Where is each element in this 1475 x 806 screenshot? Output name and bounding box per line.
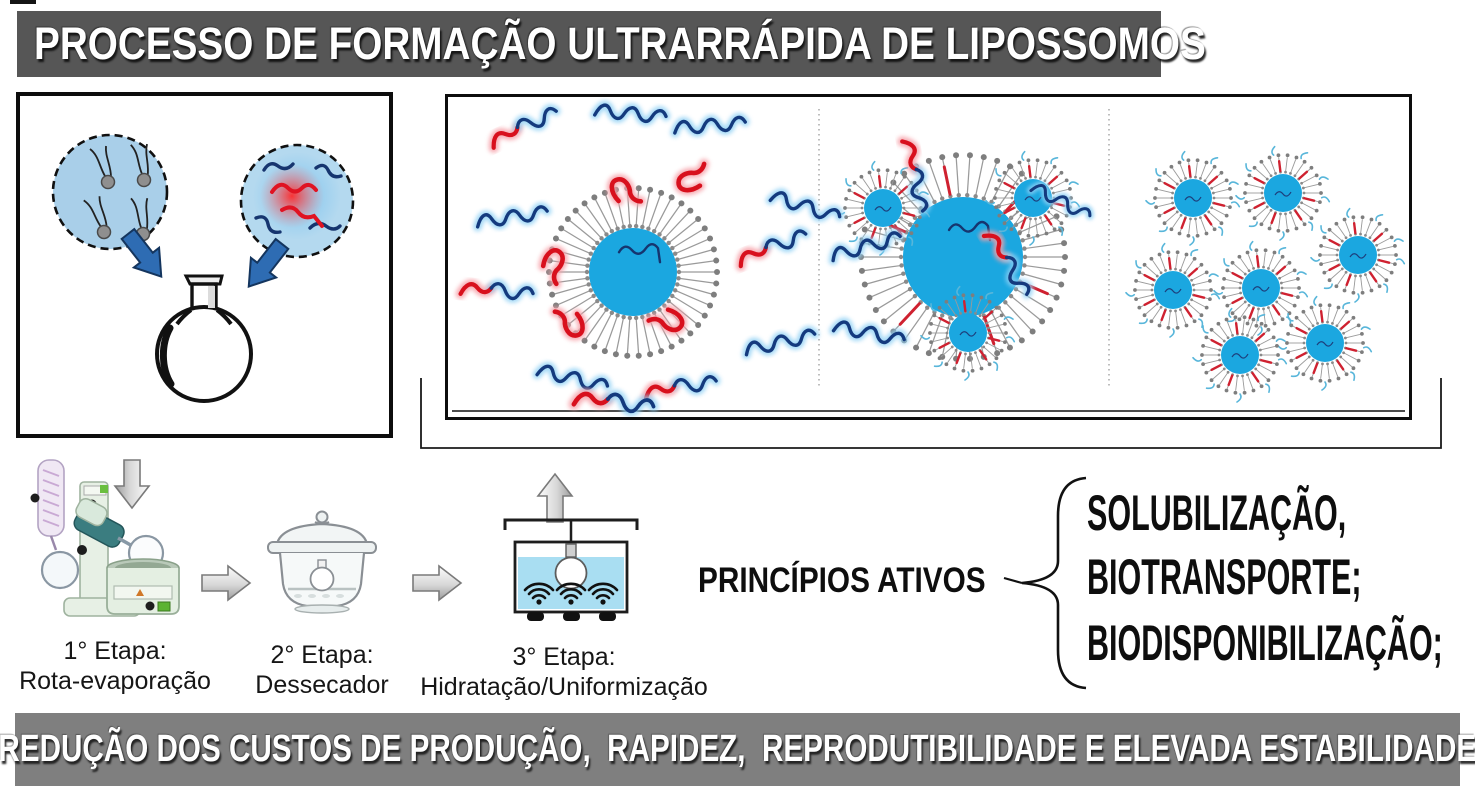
right-arrow-icon (201, 565, 251, 601)
step-1-title: 1° Etapa: (63, 637, 167, 665)
step-2-subtitle: Dessecador (255, 671, 389, 699)
liposomes-layer (546, 145, 1406, 403)
title-banner: PROCESSO DE FORMAÇÃO ULTRARRÁPIDA DE LIP… (17, 11, 1206, 77)
equipment-flow-illustration (30, 459, 639, 621)
step-2-label: 2° Etapa: Dessecador (230, 640, 414, 700)
page-title: PROCESSO DE FORMAÇÃO ULTRARRÁPIDA DE LIP… (34, 18, 1206, 69)
lipid-molecules-icon (51, 133, 169, 251)
bottom-banner: REDUÇÃO DOS CUSTOS DE PRODUÇÃO, RAPIDEZ,… (0, 713, 1475, 786)
active-item-2: BIOTRANSPORTE; (1087, 549, 1362, 605)
desiccator-icon (267, 510, 377, 614)
step-3-label: 3° Etapa: Hidratação/Uniformização (414, 642, 714, 702)
active-principles-label: PRINCÍPIOS ATIVOS (698, 561, 986, 600)
up-arrow-icon (537, 473, 573, 523)
step-2-title: 2° Etapa: (270, 641, 374, 669)
active-item-3: BIODISPONIBILIZAÇÃO; (1087, 615, 1443, 671)
liposome-icon (1235, 145, 1331, 241)
liposome-icon (1145, 150, 1241, 246)
active-item-1: SOLUBILIZAÇÃO, (1087, 485, 1347, 541)
round-bottom-flask-icon (155, 274, 253, 403)
curly-brace-icon (1003, 476, 1087, 690)
step-3-subtitle: Hidratação/Uniformização (420, 673, 708, 701)
step-3-title: 3° Etapa: (512, 643, 616, 671)
liposome-icon (1192, 307, 1288, 403)
corner-tick-decoration (10, 0, 36, 4)
liposome-icon (546, 185, 720, 359)
right-arrow-icon (412, 565, 462, 601)
liposome-icon (1125, 242, 1221, 338)
down-arrow-icon (114, 459, 150, 509)
mixing-illustration (51, 133, 355, 403)
liposome-stages-illustration (452, 97, 1406, 417)
ingredients-mixing-panel (16, 92, 393, 438)
liposome-formation-panel (445, 94, 1412, 420)
liposome-icon (1213, 240, 1309, 336)
panel-bracket (420, 378, 1442, 449)
rotary-evaporator-icon (30, 459, 180, 617)
benefits-statement: REDUÇÃO DOS CUSTOS DE PRODUÇÃO, RAPIDEZ,… (0, 728, 1475, 770)
liposome-icon (920, 285, 1016, 381)
liposome-icon (1277, 295, 1373, 391)
polymer-chains-icon (239, 143, 355, 259)
ultrasonic-bath-icon (503, 518, 639, 621)
step-1-subtitle: Rota-evaporação (19, 667, 211, 695)
step-1-label: 1° Etapa: Rota-evaporação (12, 636, 218, 696)
liposome-icon (1310, 207, 1406, 303)
